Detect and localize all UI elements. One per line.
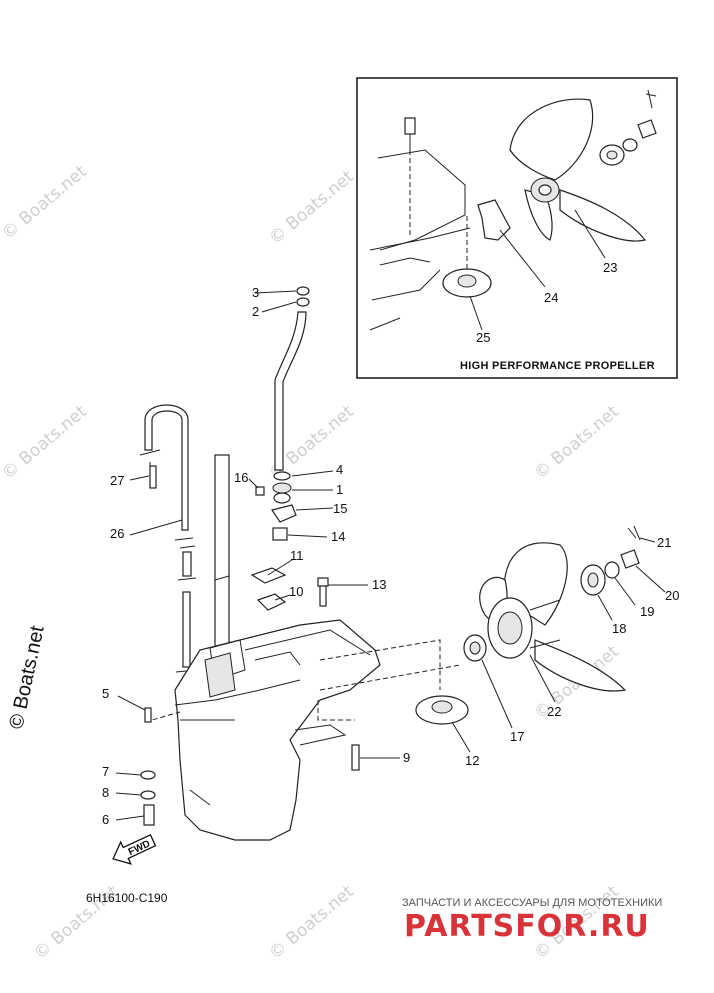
callout-8: 8 [102,785,109,800]
callout-6: 6 [102,812,109,827]
tube-lower [182,591,191,668]
lower-unit-housing [174,619,381,841]
callout-24: 24 [544,290,558,305]
part-11-anode [250,567,287,584]
watermark: © Boats.net [265,882,358,964]
callout-7: 7 [102,764,109,779]
part-6-bolt [143,804,155,826]
callout-10: 10 [289,584,303,599]
callout-18: 18 [612,621,626,636]
callout-1: 1 [336,482,343,497]
callout-14: 14 [331,529,345,544]
part-14-bushing [272,527,288,541]
watermark: © Boats.net [0,162,91,244]
drive-shaft [214,454,230,656]
part-23-propeller [509,98,594,181]
callout-13: 13 [372,577,386,592]
callout-2: 2 [252,304,259,319]
part-10-anode [256,593,287,611]
fwd-arrow: FWD [112,833,157,865]
part-20-nut [620,549,640,569]
inset-frame [356,77,678,379]
water-tube-assembly [139,404,197,673]
inset-housing [377,149,466,251]
callout-5: 5 [102,686,109,701]
callout-23: 23 [603,260,617,275]
callout-19: 19 [640,604,654,619]
part-26-water-tube [144,404,189,531]
part-22-propeller [479,542,627,692]
shift-rod-assembly [255,286,310,541]
callout-16: 16 [234,470,248,485]
part-5-pin [144,707,152,723]
callout-20: 20 [665,588,679,603]
part-13-bolt [317,577,329,587]
callout-15: 15 [333,501,347,516]
callout-3: 3 [252,285,259,300]
callout-26: 26 [110,526,124,541]
callout-4: 4 [336,462,343,477]
part-9-bolt [351,744,360,771]
watermark: © Boats.net [0,402,91,484]
inset-nut [637,119,657,139]
side-watermark: © Boats.net [5,624,48,732]
site-logo: PARTSFOR.RU [404,909,650,944]
fwd-label: FWD [127,838,152,858]
site-tagline: ЗАПЧАСТИ И АКСЕССУАРЫ ДЛЯ МОТОТЕХНИКИ [402,897,662,909]
gear-case [174,619,381,841]
part-15-clip [271,504,297,523]
part-21-cotter-pin [627,525,641,541]
callout-9: 9 [403,750,410,765]
watermark: © Boats.net [530,402,623,484]
watermark: © Boats.net [265,167,358,249]
inset-high-performance: 23 24 25 HIGH PERFORMANCE PROPELLER [356,77,678,379]
callout-25: 25 [476,330,490,345]
callout-17: 17 [510,729,524,744]
callout-22: 22 [547,704,561,719]
part-19-washer [604,561,620,579]
part-8-washer [140,790,156,800]
inset-title: HIGH PERFORMANCE PROPELLER [460,360,655,372]
callout-21: 21 [657,535,671,550]
callout-12: 12 [465,753,479,768]
shift-rod [274,311,307,471]
callout-27: 27 [110,473,124,488]
part-24-spacer [477,199,511,241]
inset-bolt [404,117,416,135]
part-7-washer [140,770,156,780]
callout-11: 11 [290,548,304,563]
diagram-code: 6H16100-C190 [86,891,168,905]
